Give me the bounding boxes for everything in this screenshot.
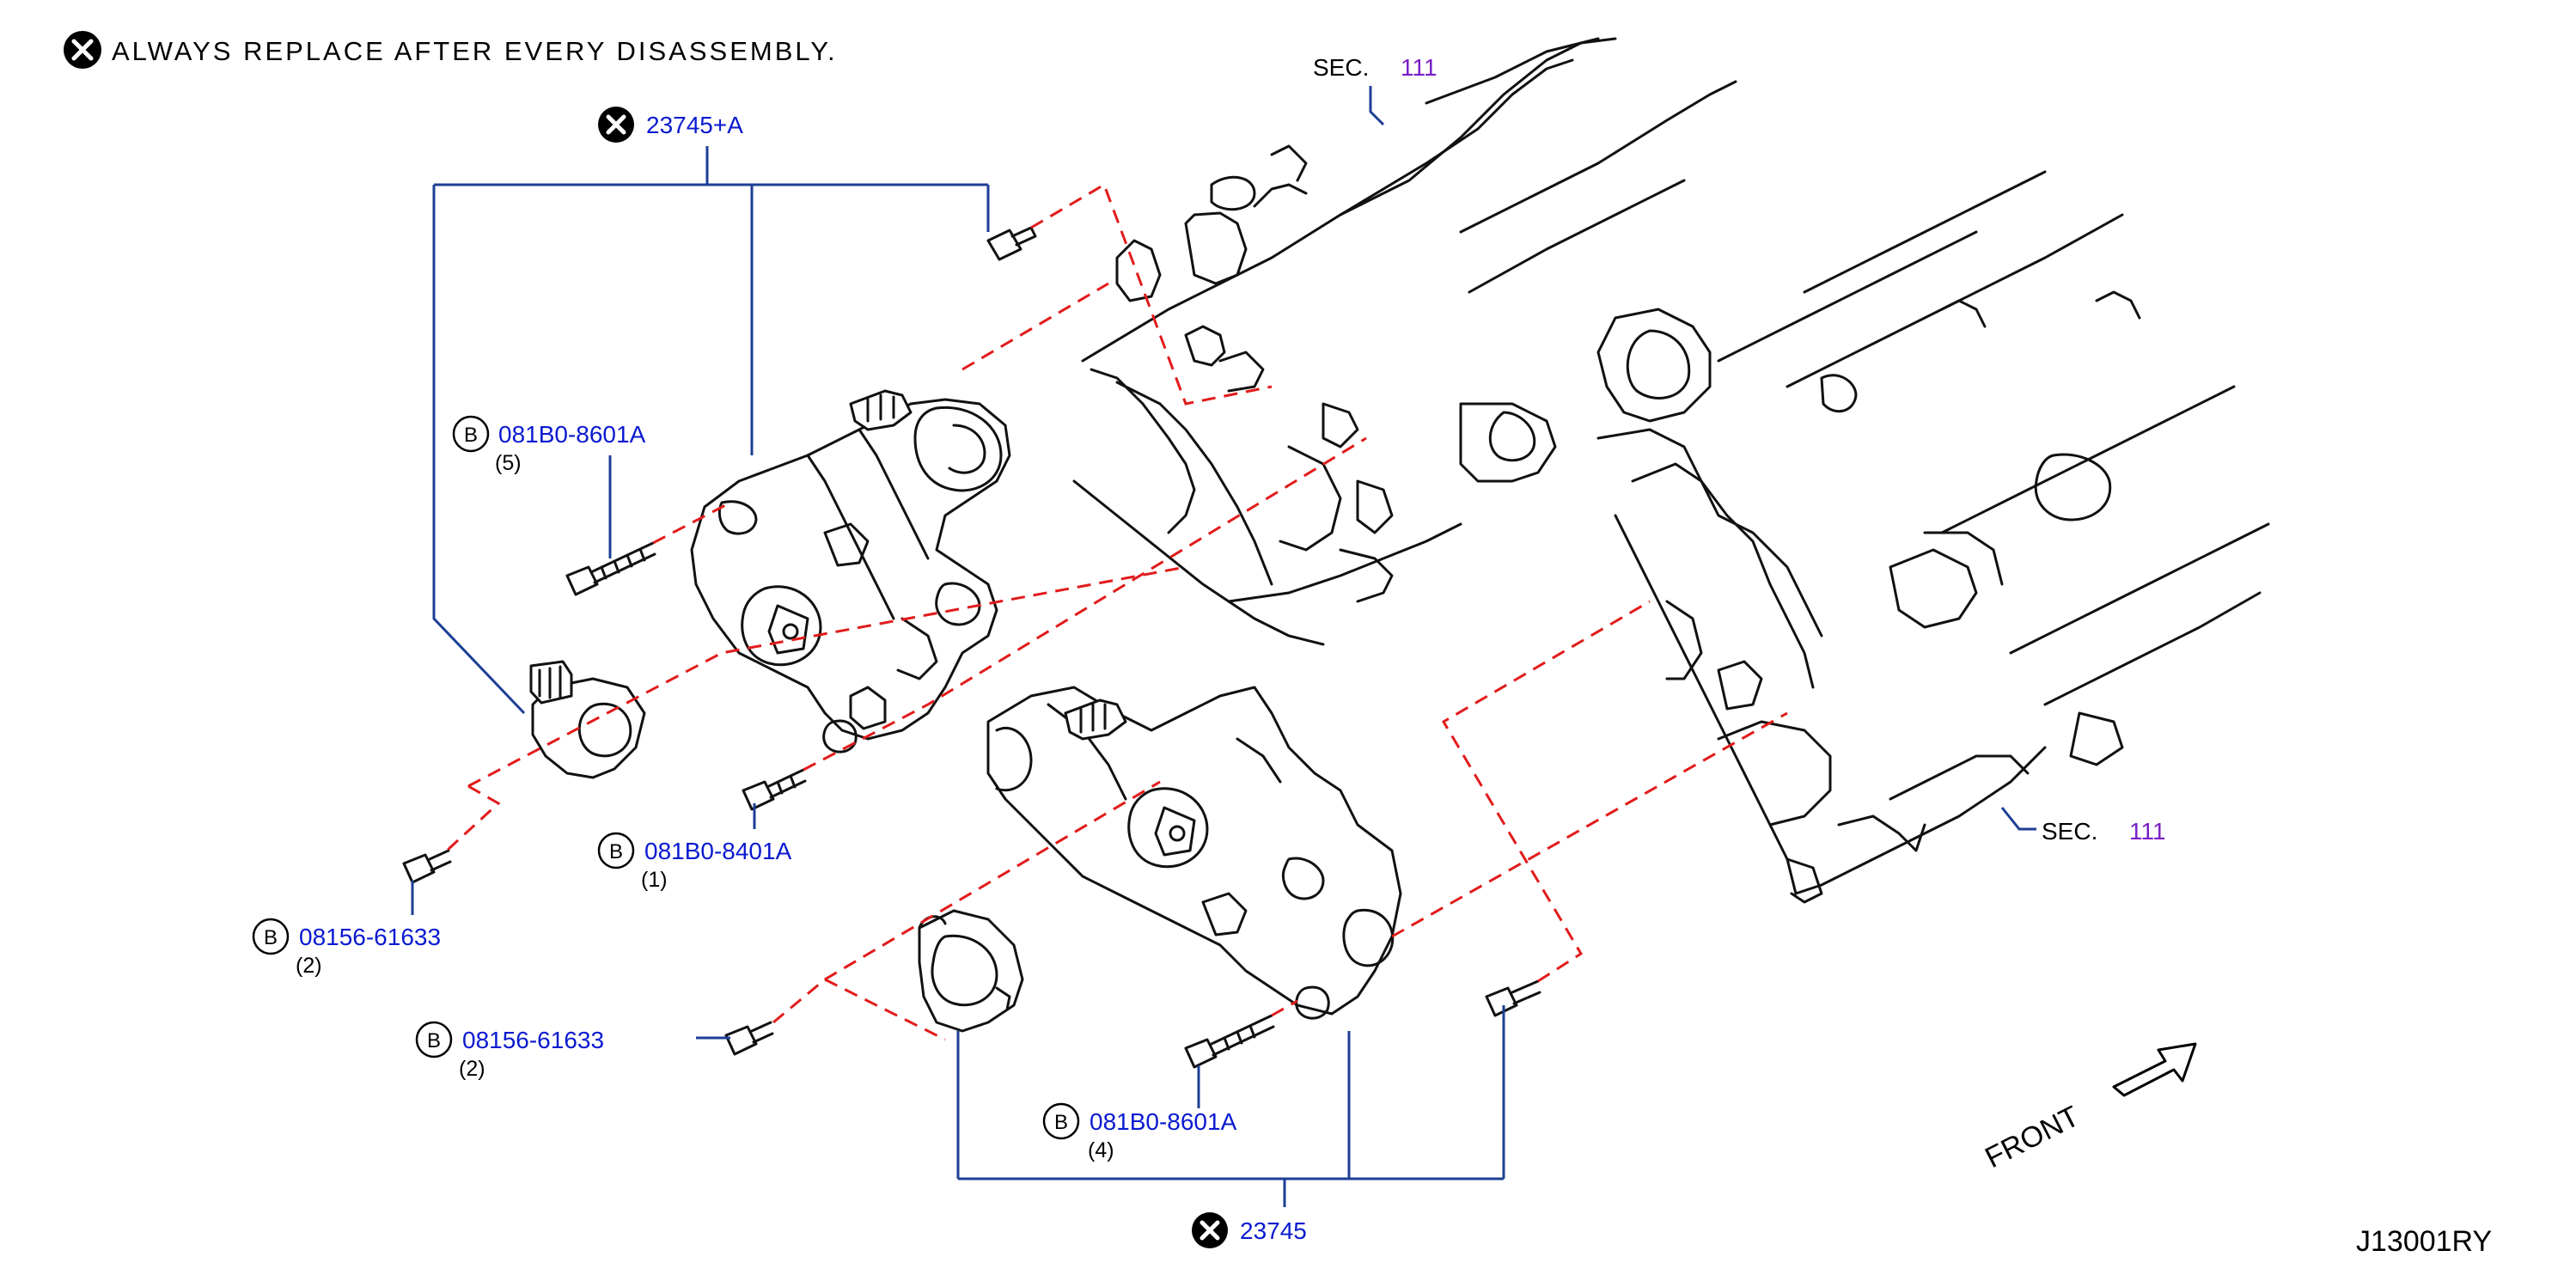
bolt-lower-long bbox=[1184, 1014, 1275, 1069]
leader-lines bbox=[411, 86, 2036, 1207]
callout-bolt-upper-short: B 08156-61633 (2) bbox=[252, 918, 441, 978]
valve-timing-solenoid-lower bbox=[986, 686, 1402, 1020]
bolt-upper-mid-qty: (1) bbox=[641, 868, 668, 892]
cylinder-head-outline bbox=[1072, 37, 2270, 904]
bolt-upper-mid bbox=[742, 768, 807, 811]
front-arrow-icon bbox=[2112, 1042, 2197, 1097]
b-circle-badge: B bbox=[597, 832, 635, 869]
b-circle-badge: B bbox=[452, 415, 490, 453]
cam-position-sensor-upper bbox=[529, 660, 646, 779]
svg-text:B: B bbox=[609, 840, 623, 863]
b-circle-badge: B bbox=[1042, 1102, 1080, 1140]
svg-text:B: B bbox=[427, 1029, 441, 1052]
bolt-lower-right bbox=[1485, 979, 1541, 1017]
replace-note: ALWAYS REPLACE AFTER EVERY DISASSEMBLY. bbox=[64, 31, 838, 69]
bolt-lower-long-part-number: 081B0-8601A bbox=[1090, 1108, 1237, 1135]
lower-kit-part-number: 23745 bbox=[1240, 1217, 1307, 1244]
callout-bolt-upper-long: B 081B0-8601A (5) bbox=[452, 415, 646, 475]
upper-kit-part-number: 23745+A bbox=[646, 112, 743, 138]
bolt-upper-mid-part-number: 081B0-8401A bbox=[644, 838, 792, 864]
callout-upper-kit: 23745+A bbox=[598, 107, 743, 143]
bolt-lower-short bbox=[724, 1021, 774, 1056]
bolt-lower-short-part-number: 08156-61633 bbox=[462, 1027, 604, 1053]
replace-note-text: ALWAYS REPLACE AFTER EVERY DISASSEMBLY. bbox=[112, 36, 838, 66]
callout-bolt-lower-short: B 08156-61633 (2) bbox=[415, 1021, 604, 1081]
cam-position-sensor-lower bbox=[918, 909, 1024, 1033]
svg-text:B: B bbox=[464, 424, 478, 447]
svg-text:B: B bbox=[264, 926, 278, 949]
bolt-upper-long-qty: (5) bbox=[495, 451, 522, 475]
valve-timing-solenoid-upper bbox=[690, 389, 1011, 753]
x-circle-icon bbox=[598, 107, 634, 143]
front-label: FRONT bbox=[1980, 1100, 2085, 1174]
section-ref-top: SEC. 111 bbox=[1313, 54, 1438, 81]
diagram-code: J13001RY bbox=[2356, 1225, 2492, 1258]
bolt-lower-short-qty: (2) bbox=[459, 1057, 485, 1081]
bolt-top-short bbox=[986, 226, 1037, 261]
callout-bolt-lower-long: B 081B0-8601A (4) bbox=[1042, 1102, 1237, 1162]
callout-lower-kit: 23745 bbox=[1192, 1212, 1307, 1248]
x-circle-icon bbox=[64, 31, 101, 69]
section-ref-right: SEC. 111 bbox=[2042, 818, 2166, 845]
bolt-upper-long-part-number: 081B0-8601A bbox=[498, 421, 646, 448]
bolt-upper-short bbox=[402, 849, 452, 884]
bolt-upper-short-part-number: 08156-61633 bbox=[299, 924, 441, 950]
bolt-upper-long bbox=[565, 541, 656, 596]
section-ref-prefix: SEC. bbox=[2042, 818, 2097, 845]
section-ref-prefix: SEC. bbox=[1313, 54, 1369, 81]
b-circle-badge: B bbox=[252, 918, 290, 955]
section-ref-number: 111 bbox=[1401, 54, 1438, 81]
section-ref-number: 111 bbox=[2129, 818, 2166, 845]
callout-bolt-upper-mid: B 081B0-8401A (1) bbox=[597, 832, 792, 892]
b-circle-badge: B bbox=[415, 1021, 453, 1058]
bolt-upper-short-qty: (2) bbox=[296, 954, 322, 978]
x-circle-icon bbox=[1192, 1212, 1228, 1248]
assembly-path-lines bbox=[445, 182, 1788, 1041]
svg-text:B: B bbox=[1054, 1111, 1068, 1134]
bolt-lower-long-qty: (4) bbox=[1088, 1138, 1114, 1162]
front-indicator: FRONT bbox=[1980, 1042, 2197, 1174]
